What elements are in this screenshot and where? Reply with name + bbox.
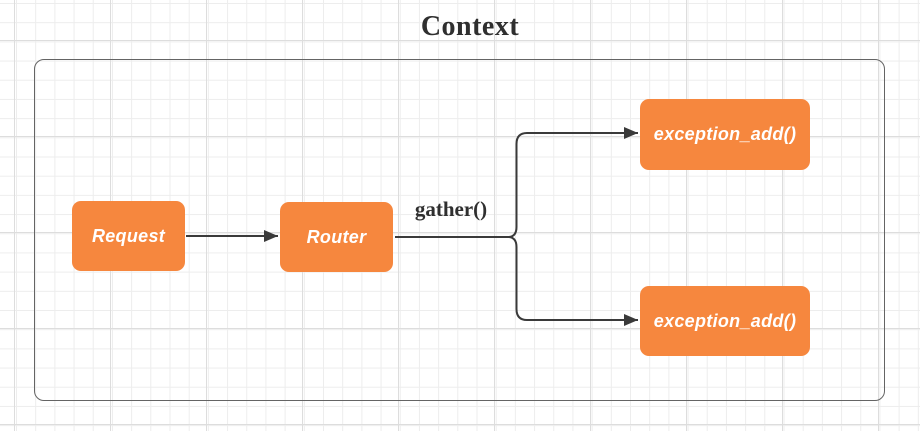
- node-router-label: Router: [306, 226, 367, 247]
- node-request-label: Request: [91, 225, 166, 246]
- context-boundary-shape[interactable]: [34, 59, 885, 401]
- edge-fork-exception-bottom[interactable]: [508, 236, 638, 326]
- edge-label-gather: gather(): [414, 197, 488, 221]
- diagram-title: Context: [420, 11, 520, 42]
- node-exception-add-bottom[interactable]: exception_add(): [640, 286, 810, 356]
- node-exception-add-top-label: exception_add(): [653, 124, 797, 144]
- edge-fork-exception-top[interactable]: [508, 127, 638, 238]
- node-router[interactable]: Router: [280, 202, 393, 272]
- node-exception-add-top[interactable]: exception_add(): [640, 99, 810, 170]
- node-exception-add-bottom-label: exception_add(): [653, 310, 797, 331]
- node-request[interactable]: Request: [72, 201, 185, 271]
